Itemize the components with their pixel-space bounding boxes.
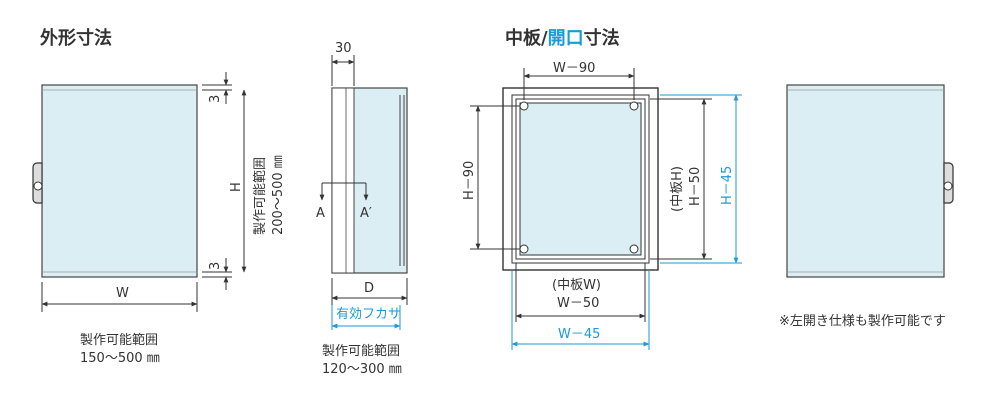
dim-h-minus-90: H－90 xyxy=(462,161,477,200)
plate-panel xyxy=(519,102,642,256)
dim-w: W xyxy=(116,286,129,301)
left-open-front-view: ※左開き仕様も製作可能です xyxy=(779,84,954,329)
dim-h: H xyxy=(229,182,244,192)
handle-icon xyxy=(943,162,954,204)
dim-w-minus-45: W－45 xyxy=(558,327,600,342)
dim-h-minus-50: H－50 xyxy=(688,167,703,206)
dim-h-minus-45: H－45 xyxy=(720,166,735,205)
plate-h-label: (中板H) xyxy=(670,166,685,212)
title-plate-opening-dimensions: 中板/開口寸法 xyxy=(505,27,620,49)
dim-3-top: 3 xyxy=(208,95,223,103)
dim-w-minus-50: W－50 xyxy=(557,296,599,311)
label-a: A xyxy=(316,206,325,221)
mount-hole-bottom-left xyxy=(519,244,529,254)
front-view: 3 H 3 製作可能範囲 200～500 ㎜ W 製作可能範囲 150～500 … xyxy=(32,72,286,366)
plate-view: W－90 H－90 (中板H) H－50 H－45 (中板W) W－50 W－4… xyxy=(462,61,742,350)
dim-30: 30 xyxy=(335,41,352,56)
side-range-value: 120～300 ㎜ xyxy=(322,362,402,377)
left-open-note: ※左開き仕様も製作可能です xyxy=(779,314,946,329)
mount-hole-bottom-right xyxy=(629,244,639,254)
mount-hole-top-left xyxy=(519,101,529,111)
side-range-title: 製作可能範囲 xyxy=(322,344,400,359)
range-h-value: 200～500 ㎜ xyxy=(271,155,286,235)
dim-w-minus-90: W－90 xyxy=(553,61,595,76)
label-a-prime: A′ xyxy=(360,206,372,221)
side-view: 30 A A′ D 有効フカサ 製作可能範囲 120～300 ㎜ xyxy=(316,41,408,377)
front-cabinet-body xyxy=(41,84,198,278)
title-plate-suffix: 寸法 xyxy=(584,27,620,49)
range-w-title: 製作可能範囲 xyxy=(80,333,158,348)
title-plate-prefix: 中板/ xyxy=(505,27,548,49)
mount-hole-top-right xyxy=(629,101,639,111)
effective-depth-label: 有効フカサ xyxy=(336,307,401,322)
title-opening-highlight: 開口 xyxy=(548,28,584,49)
dim-d: D xyxy=(364,281,374,296)
plate-w-label: (中板W) xyxy=(552,278,601,293)
range-h-title: 製作可能範囲 xyxy=(253,157,268,235)
dim-3-bottom: 3 xyxy=(208,262,223,270)
left-open-cabinet-body xyxy=(786,84,945,278)
range-w-value: 150～500 ㎜ xyxy=(80,351,160,366)
title-outer-dimensions: 外形寸法 xyxy=(40,27,112,49)
handle-icon xyxy=(32,162,43,204)
